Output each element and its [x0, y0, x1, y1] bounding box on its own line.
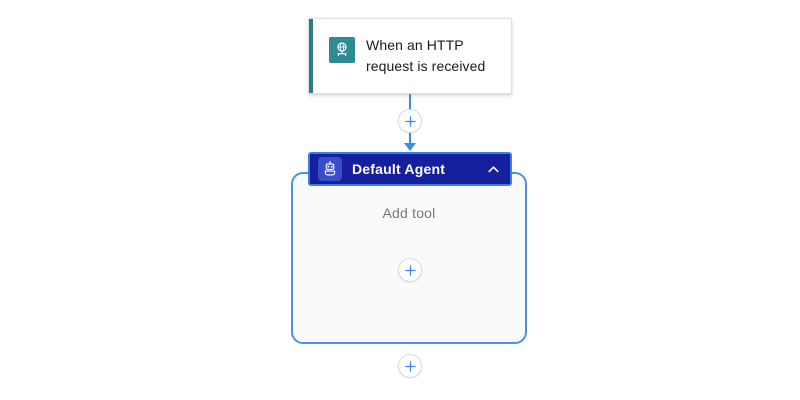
add-step-button-top[interactable]	[398, 109, 422, 133]
trigger-title-line-1: When an HTTP	[366, 37, 464, 53]
trigger-card-title: When an HTTP request is received	[366, 35, 504, 77]
robot-icon	[318, 157, 342, 181]
trigger-title-line-2: request is received	[366, 58, 486, 74]
plus-icon	[404, 360, 416, 372]
trigger-card-http-request[interactable]: When an HTTP request is received	[308, 18, 512, 94]
agent-header-default-agent[interactable]: Default Agent	[308, 152, 512, 186]
add-tool-button[interactable]	[398, 258, 422, 282]
plus-icon	[404, 115, 416, 127]
add-tool-label: Add tool	[382, 205, 436, 221]
add-step-button-bottom[interactable]	[398, 354, 422, 378]
trigger-accent-bar	[309, 19, 313, 93]
plus-icon	[404, 264, 416, 276]
connector-arrowhead-down-icon	[404, 143, 416, 151]
chevron-up-icon[interactable]	[486, 162, 500, 176]
http-request-globe-icon	[329, 37, 355, 63]
agent-title: Default Agent	[352, 161, 446, 177]
